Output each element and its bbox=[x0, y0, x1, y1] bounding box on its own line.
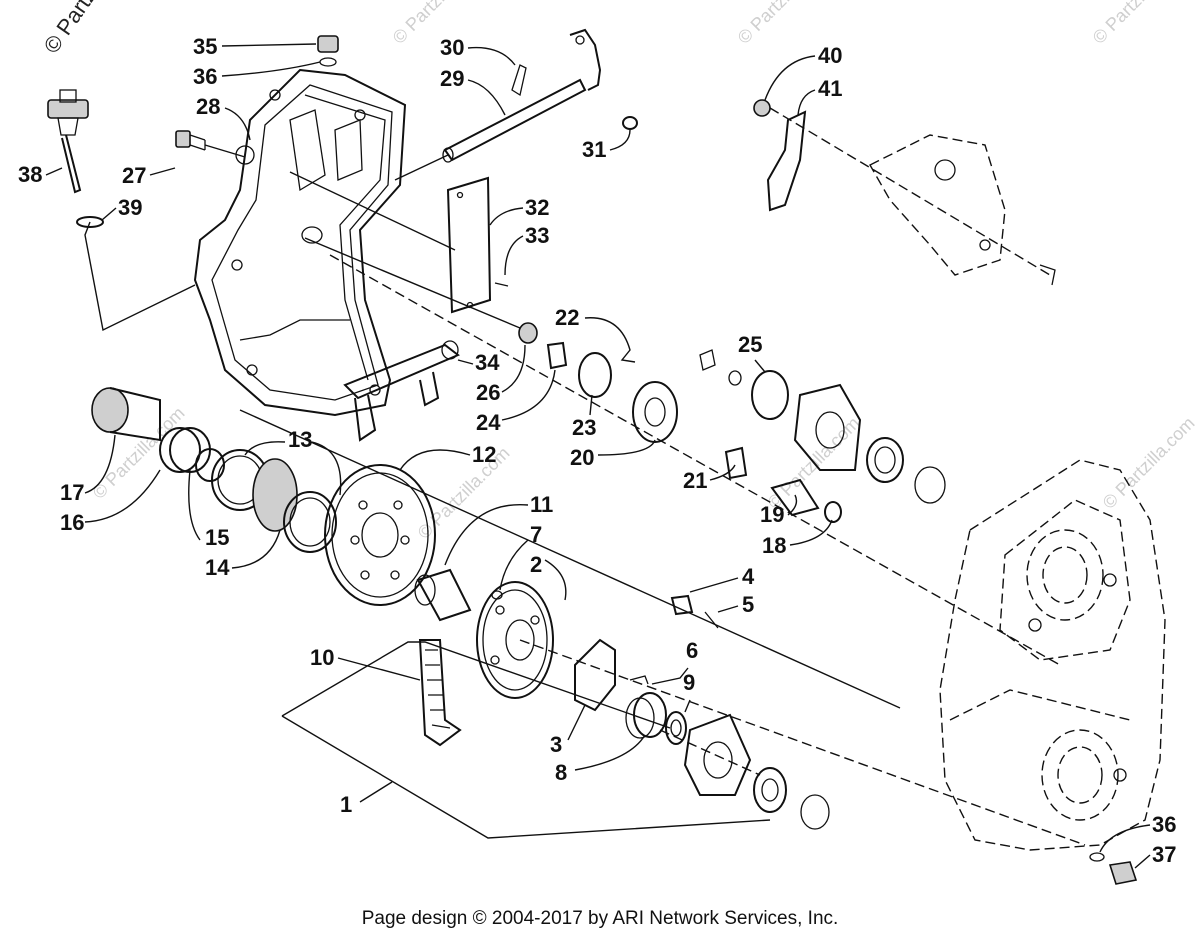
callout-28: 28 bbox=[196, 94, 220, 119]
callout-32: 32 bbox=[525, 195, 549, 220]
callout-19: 19 bbox=[760, 502, 784, 527]
chaincase-cover bbox=[193, 68, 407, 417]
callout-4: 4 bbox=[742, 564, 755, 589]
callout-17: 17 bbox=[60, 480, 84, 505]
parts-artwork bbox=[47, 28, 1166, 885]
callout-33: 33 bbox=[525, 223, 549, 248]
watermark: © Partzilla.com bbox=[734, 0, 834, 48]
callout-9: 9 bbox=[683, 670, 695, 695]
callout-37: 37 bbox=[1152, 842, 1176, 867]
callout-34: 34 bbox=[475, 350, 500, 375]
callout-20: 20 bbox=[570, 445, 594, 470]
callouts: 1 2 3 4 5 6 7 8 9 10 11 12 13 bbox=[18, 34, 1176, 869]
watermark: © Partzilla.com bbox=[1089, 0, 1189, 48]
callout-18: 18 bbox=[762, 533, 786, 558]
chain bbox=[418, 639, 462, 747]
callout-35: 35 bbox=[193, 34, 217, 59]
sprocket-12 bbox=[324, 464, 436, 606]
shift-shaft bbox=[394, 28, 638, 181]
assembly-group-bracket bbox=[281, 641, 671, 729]
watermark-top-left: © Partzilla.com bbox=[39, 0, 145, 58]
drive-shaft bbox=[91, 387, 337, 553]
watermark: © Partzilla.com bbox=[414, 443, 514, 543]
callout-31: 31 bbox=[582, 137, 606, 162]
cover-bolt bbox=[175, 130, 246, 158]
callout-23: 23 bbox=[572, 415, 596, 440]
callout-29: 29 bbox=[440, 66, 464, 91]
callout-7: 7 bbox=[530, 522, 542, 547]
callout-14: 14 bbox=[205, 555, 230, 580]
callout-39: 39 bbox=[118, 195, 142, 220]
callout-36-lower: 36 bbox=[1152, 812, 1176, 837]
lower-bearing-set bbox=[683, 713, 830, 830]
fill-plug bbox=[47, 89, 196, 332]
watermark: © Partzilla.com bbox=[389, 0, 489, 48]
callout-3: 3 bbox=[550, 732, 562, 757]
callout-8: 8 bbox=[555, 760, 567, 785]
access-plate bbox=[446, 176, 509, 314]
tensioner-ring bbox=[574, 638, 687, 745]
mid-gear-train bbox=[518, 322, 946, 523]
small-hardware bbox=[491, 590, 719, 685]
callout-24: 24 bbox=[476, 410, 501, 435]
callout-5: 5 bbox=[742, 592, 754, 617]
callout-10: 10 bbox=[310, 645, 334, 670]
shift-fork bbox=[343, 340, 460, 442]
callout-40: 40 bbox=[818, 43, 842, 68]
callout-38: 38 bbox=[18, 162, 42, 187]
callout-1: 1 bbox=[340, 792, 352, 817]
callout-16: 16 bbox=[60, 510, 84, 535]
callout-11: 11 bbox=[530, 492, 553, 517]
vent-fitting bbox=[317, 35, 339, 67]
callout-25: 25 bbox=[738, 332, 762, 357]
copyright-footer: Page design © 2004-2017 by ARI Network S… bbox=[361, 908, 839, 929]
callout-26: 26 bbox=[476, 380, 500, 405]
callout-2: 2 bbox=[530, 552, 542, 577]
idler-bracket bbox=[753, 99, 1056, 286]
callout-36: 36 bbox=[193, 64, 217, 89]
gear-case bbox=[939, 459, 1166, 851]
splined-hub bbox=[414, 568, 472, 622]
callout-30: 30 bbox=[440, 35, 464, 60]
sprocket-2 bbox=[476, 581, 554, 699]
callout-21: 21 bbox=[683, 468, 707, 493]
callout-6: 6 bbox=[686, 638, 698, 663]
watermark: © Partzilla.com bbox=[1099, 413, 1199, 513]
callout-22: 22 bbox=[555, 305, 579, 330]
callout-12: 12 bbox=[472, 442, 496, 467]
callout-41: 41 bbox=[818, 76, 842, 101]
callout-13: 13 bbox=[288, 427, 312, 452]
assembly-axes bbox=[239, 171, 1086, 846]
callout-15: 15 bbox=[205, 525, 229, 550]
callout-27: 27 bbox=[122, 163, 146, 188]
drain-bolt bbox=[1089, 852, 1138, 885]
